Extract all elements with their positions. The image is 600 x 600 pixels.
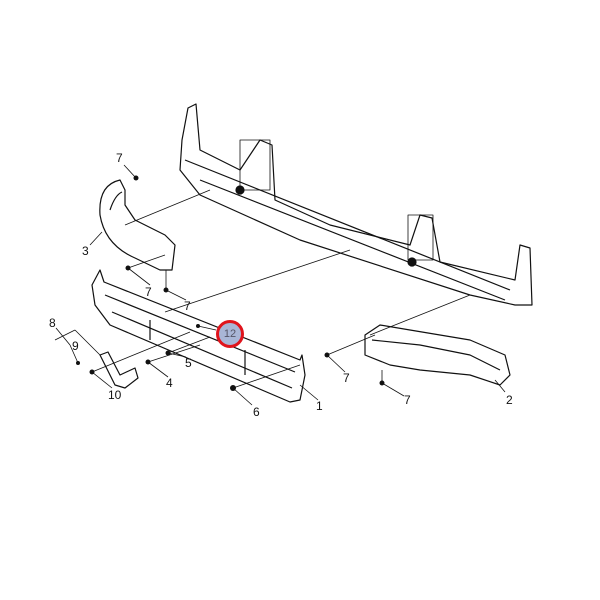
- left-bumper-end-cap: [99, 179, 176, 271]
- fasteners: [76, 175, 385, 391]
- label-7: 7: [145, 285, 152, 299]
- label-7: 7: [343, 371, 350, 385]
- label-6: 6: [253, 405, 260, 419]
- label-1: 1: [316, 399, 323, 413]
- label-7: 7: [116, 151, 123, 165]
- label-10: 10: [108, 388, 122, 402]
- label-9: 9: [72, 339, 79, 353]
- bumper-reinforcement: [179, 103, 533, 306]
- lower-air-deflector: [91, 269, 306, 403]
- label-2: 2: [506, 393, 513, 407]
- label-4: 4: [166, 376, 173, 390]
- label-8: 8: [49, 316, 56, 330]
- label-7: 7: [184, 299, 191, 313]
- bracket: [99, 351, 139, 389]
- leader-lines: [54, 164, 506, 406]
- label-3: 3: [82, 244, 89, 258]
- label-5: 5: [185, 356, 192, 370]
- right-bumper-end-cap: [364, 324, 511, 386]
- label-7: 7: [404, 393, 411, 407]
- callout-12[interactable]: 12: [216, 320, 244, 348]
